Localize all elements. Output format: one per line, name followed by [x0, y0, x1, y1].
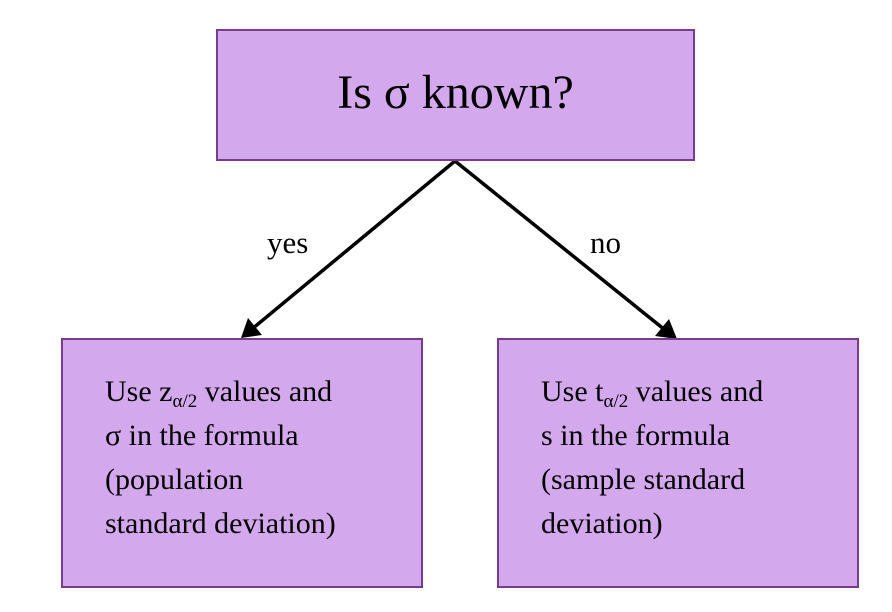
no-arrowhead [655, 319, 677, 339]
t-values-box: Use tα/2 values and s in the formula (sa… [497, 338, 859, 588]
z-values-text: Use zα/2 values and σ in the formula (po… [105, 370, 336, 546]
z-values-line-4: standard deviation) [105, 507, 336, 540]
t-values-text: Use tα/2 values and s in the formula (sa… [541, 370, 763, 546]
t-values-line-3: (sample standard [541, 463, 746, 496]
z-values-line-3: (population [105, 463, 244, 496]
z-values-line-1: Use zα/2 values and [105, 375, 333, 412]
alpha-half-subscript: α/2 [172, 391, 198, 412]
yes-label: yes [267, 225, 309, 260]
z-values-line-2: σ in the formula [105, 419, 299, 452]
question-text: Is σ known? [337, 66, 574, 119]
question-box: Is σ known? [216, 29, 695, 161]
t-values-line-4: deviation) [541, 507, 663, 540]
z-values-box: Use zα/2 values and σ in the formula (po… [61, 338, 423, 588]
yes-arrowhead [241, 318, 262, 338]
t-values-line-1: Use tα/2 values and [541, 375, 764, 412]
no-label: no [590, 225, 621, 260]
yes-arrow [244, 159, 457, 336]
no-arrow [453, 159, 672, 336]
t-values-line-2: s in the formula [541, 419, 731, 452]
alpha-half-subscript: α/2 [603, 391, 629, 412]
